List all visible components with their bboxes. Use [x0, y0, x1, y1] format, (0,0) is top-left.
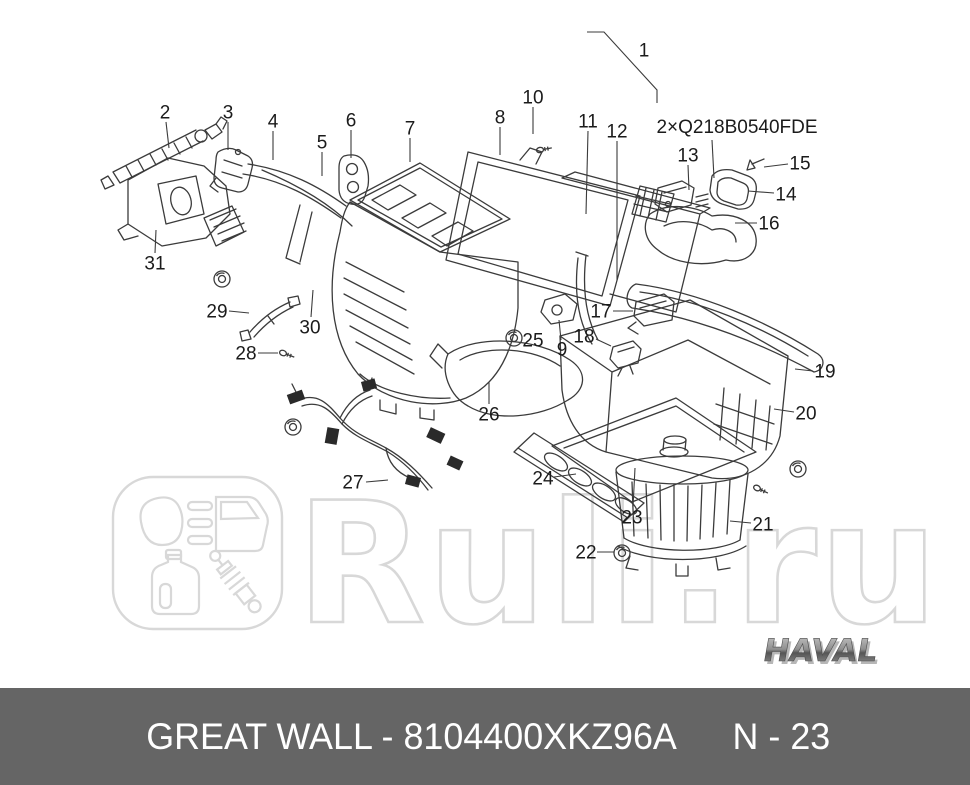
callout-13-label: 13 — [677, 146, 698, 167]
callout-24-label: 24 — [532, 469, 554, 490]
callout-26-label: 26 — [478, 405, 499, 426]
part-27-harness — [286, 377, 464, 491]
watermark-logo — [111, 475, 284, 631]
callout-25-label: 25 — [522, 331, 543, 352]
part-24-filter-frame — [513, 432, 645, 523]
hardware-layer — [213, 146, 807, 562]
footer-bar: GREAT WALL - 8104400XKZ96A N - 23 — [0, 688, 970, 785]
callout-29-leader-line — [228, 310, 250, 314]
part-7-hvac-case — [331, 162, 519, 421]
callout-2-leader-line — [165, 121, 170, 149]
callout-10-label: 10 — [522, 88, 543, 109]
footer-part-number: GREAT WALL - 8104400XKZ96A — [146, 715, 677, 757]
part-14-pad — [709, 168, 757, 210]
callout-27-leader-line — [365, 479, 389, 483]
callout-20-label: 20 — [795, 404, 816, 425]
callout-19-leader-line — [794, 368, 814, 372]
haval-logo-text: HAVAL — [760, 633, 880, 669]
callout-1-label: 1 — [639, 41, 650, 62]
callout-15-leader-line — [763, 163, 789, 168]
haval-logo: HAVAL HAVAL — [760, 633, 883, 672]
callout-9-leader-line — [558, 319, 562, 341]
callout-30-leader-line — [310, 289, 314, 318]
callout-27-label: 27 — [342, 473, 363, 494]
callout-20-leader-line — [773, 408, 795, 413]
callout-6-label: 6 — [346, 111, 357, 132]
callout-31-leader-line — [154, 229, 157, 254]
bolt-icon — [535, 146, 552, 154]
circled-screw-icon — [789, 460, 807, 478]
shock-absorber-icon — [209, 549, 262, 614]
circled-screw-icon — [213, 270, 231, 288]
part-11-pipes — [575, 251, 599, 345]
callout-9-label: 9 — [557, 340, 568, 361]
part-3-actuator — [209, 147, 254, 193]
callout-30-label: 30 — [299, 318, 320, 339]
callout-1-leader-line — [587, 31, 658, 103]
circled-screw-icon — [284, 418, 302, 436]
callout-19-label: 19 — [814, 362, 835, 383]
callout-11-leader-line — [585, 130, 589, 215]
callout-28-label: 28 — [235, 344, 256, 365]
callout-13-leader-line — [687, 164, 690, 191]
part-18-actuator — [609, 340, 642, 377]
part-31-duct — [117, 157, 247, 247]
part-8-10-panel — [445, 147, 641, 307]
callout-4-label: 4 — [268, 112, 279, 133]
part-29-pipe — [239, 295, 301, 342]
callout-31-label: 31 — [144, 254, 165, 275]
callout-18-label: 18 — [573, 327, 594, 348]
part-19-duct — [626, 283, 824, 373]
part-21-blower-motor — [615, 435, 749, 577]
callout-3-label: 3 — [223, 103, 234, 124]
oil-canister-icon — [150, 548, 201, 616]
callout-14-label: 14 — [775, 185, 797, 206]
part-13-box — [654, 180, 709, 213]
callout-23-leader-line — [632, 467, 636, 508]
callout-5-label: 5 — [317, 133, 328, 154]
haval-logo-shadow: HAVAL — [763, 636, 883, 672]
car-door-icon — [214, 495, 269, 553]
callout-17-label: 17 — [590, 302, 611, 323]
footer-page-number: N - 23 — [732, 715, 831, 757]
part-2-hose — [100, 116, 228, 190]
exploded-view-drawing — [100, 116, 824, 577]
part-code-label: 2×Q218B0540FDE — [656, 117, 817, 138]
part-26-duct — [429, 340, 584, 417]
callout-29-label: 29 — [206, 302, 227, 323]
part-9-bracket — [540, 293, 578, 325]
part-code-group: 2×Q218B0540FDE — [656, 117, 818, 179]
parts-diagram: Ruli.ru — [100, 31, 940, 672]
callout-21-label: 21 — [752, 515, 773, 536]
bolt-icon — [752, 484, 769, 494]
callout-11-label: 11 — [578, 112, 598, 133]
callout-12-label: 12 — [606, 122, 627, 143]
bolt-icon — [278, 349, 295, 358]
headlight-icon — [139, 496, 214, 547]
callout-23-label: 23 — [621, 508, 642, 529]
part-code-leader-line — [711, 139, 715, 179]
callout-8-label: 8 — [495, 108, 506, 129]
callout-16-label: 16 — [758, 214, 779, 235]
callout-14-leader-line — [747, 190, 775, 194]
circled-screw-icon — [505, 329, 523, 347]
part-16-frame — [644, 205, 757, 265]
part-4-5-6-frame — [242, 154, 370, 265]
callout-15-label: 15 — [789, 154, 810, 175]
part-20-housing — [559, 299, 789, 480]
callout-24-leader-line — [553, 473, 577, 478]
callout-7-label: 7 — [405, 119, 416, 140]
callout-21-leader-line — [729, 520, 752, 524]
part-23-filter — [551, 397, 757, 503]
callout-22-label: 22 — [575, 543, 596, 564]
circled-screw-icon — [613, 544, 631, 562]
callout-18-leader-line — [595, 338, 612, 347]
part-15-screw — [746, 158, 765, 171]
callout-2-label: 2 — [160, 103, 171, 124]
